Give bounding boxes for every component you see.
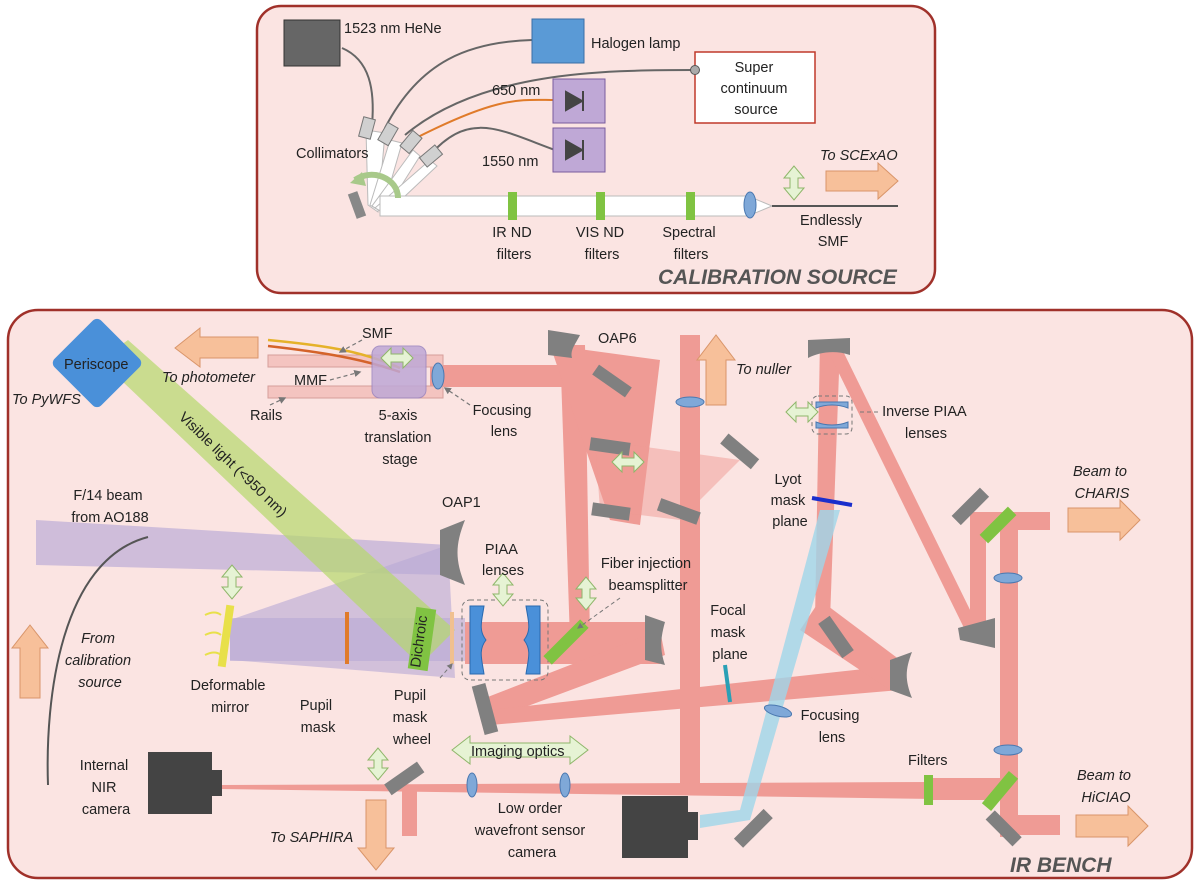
- calibration-source-title: CALIBRATION SOURCE: [658, 266, 898, 289]
- to-scexao-arrow: [825, 161, 899, 201]
- pupil-wheel-label: Pupil mask wheel: [392, 688, 431, 748]
- ir-nd-label: IR ND filters: [492, 225, 536, 263]
- ir-bench-panel: Periscope To PyWFS To photometer SMF MMF…: [6, 308, 1194, 880]
- lyot-label: Lyot mask plane: [771, 472, 810, 530]
- to-nuller-arrow: [695, 334, 737, 406]
- deformable-mirror: [217, 604, 235, 668]
- lowfs-camera: [622, 796, 688, 858]
- to-saphira-arrow: [356, 799, 396, 871]
- spectral-label: Spectral filters: [662, 225, 719, 263]
- from-cal-label: From calibration source: [65, 631, 135, 691]
- lowfs-beam: [700, 510, 840, 828]
- fiber-injection-beamsplitter: [543, 619, 589, 665]
- internal-nir-label: Internal NIR camera: [80, 758, 132, 818]
- dichroic: [407, 606, 437, 672]
- smf-label: SMF: [362, 326, 393, 342]
- rails-label: Rails: [250, 408, 282, 424]
- imaging-optics-label: Imaging optics: [471, 744, 565, 760]
- to-saphira-label: To SAPHIRA: [270, 830, 353, 846]
- ir-bench-title: IR BENCH: [1010, 854, 1112, 877]
- beam-charis-label: Beam to CHARIS: [1073, 464, 1131, 502]
- lenses: [466, 396, 1023, 798]
- pupil-mask-label: Pupil mask: [300, 698, 336, 736]
- to-scexao-label: To SCExAO: [820, 148, 898, 164]
- visible-light-beam: [100, 340, 455, 665]
- oap6-mirror: [548, 330, 580, 358]
- bottom-focusing-lens-label: Focusing lens: [801, 708, 864, 746]
- cal-lens: [743, 191, 757, 219]
- pupil-mask: [345, 612, 349, 664]
- halogen-lamp-box: [531, 18, 585, 64]
- inverse-piaa-label: Inverse PIAA lenses: [882, 404, 970, 442]
- filters-label: Filters: [908, 753, 947, 769]
- supercontinuum-label: Super continuum source: [721, 60, 792, 118]
- endless-smf-label: Endlessly SMF: [800, 213, 866, 250]
- piaa-lenses: [469, 605, 541, 675]
- beam-hiciao-label: Beam to HiCIAO: [1077, 768, 1135, 806]
- collimators-label: Collimators: [296, 146, 369, 162]
- vis-nd-label: VIS ND filters: [576, 225, 628, 263]
- spectral-filter: [686, 192, 695, 220]
- supercontinuum-box: [694, 51, 816, 124]
- focal-mask: [723, 664, 732, 703]
- f14-beam-label: F/14 beam from AO188: [71, 488, 148, 526]
- lowfs-label: Low order wavefront sensor camera: [474, 801, 589, 861]
- to-charis-arrow: [1067, 498, 1141, 542]
- to-pywfs-label: To PyWFS: [12, 392, 81, 408]
- deformable-label: Deformable mirror: [191, 678, 270, 716]
- oap1-label: OAP1: [442, 495, 481, 511]
- lyot-mask: [811, 496, 853, 507]
- hene-label: 1523 nm HeNe: [344, 21, 442, 37]
- calibration-source-panel: 1523 nm HeNe Halogen lamp Super continuu…: [255, 4, 937, 295]
- periscope-label: Periscope: [64, 357, 128, 373]
- collimators: [358, 116, 444, 168]
- focal-mask-label: Focal mask plane: [710, 603, 750, 663]
- halogen-label: Halogen lamp: [591, 36, 680, 52]
- oap1-mirror: [440, 520, 465, 585]
- flip-mirror: [347, 191, 367, 219]
- to-hiciao-arrow: [1075, 804, 1149, 848]
- stage-label: 5-axis translation stage: [365, 408, 436, 468]
- filters: [924, 775, 933, 805]
- top-focusing-lens-label: Focusing lens: [473, 403, 536, 440]
- to-nuller-label: To nuller: [736, 362, 792, 378]
- mmf-label: MMF: [294, 373, 327, 389]
- imaging-optics-arrow: [451, 734, 589, 766]
- internal-nir-camera: [148, 752, 212, 814]
- fold-mirrors: [384, 330, 1022, 848]
- hene-laser-box: [283, 19, 341, 67]
- to-photometer-label: To photometer: [162, 370, 256, 386]
- dichroic-label: Dichroic: [408, 614, 431, 668]
- periscope-box: [52, 318, 142, 408]
- piaa-label: PIAA lenses: [482, 542, 524, 579]
- top-focusing-lens: [431, 362, 445, 390]
- inverse-piaa-lenses: [815, 401, 849, 429]
- to-photometer-arrow: [174, 326, 259, 369]
- from-cal-arrow: [10, 624, 50, 699]
- oap6-label: OAP6: [598, 331, 637, 347]
- vis-nd-filter: [596, 192, 605, 220]
- focusing-mirror-right: [890, 652, 912, 698]
- laser-1550-label: 1550 nm: [482, 154, 538, 170]
- cal-translation-arrow: [782, 165, 806, 201]
- ir-nd-filter: [508, 192, 517, 220]
- fiber-injection-label: Fiber injection beamsplitter: [601, 556, 695, 594]
- pupil-wheel: [450, 612, 454, 664]
- laser-650-label: 650 nm: [492, 83, 540, 99]
